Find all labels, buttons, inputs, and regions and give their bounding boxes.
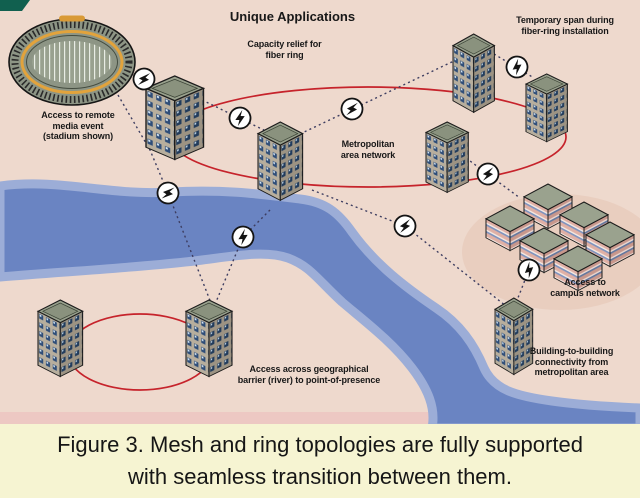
wireless-link-icon	[392, 213, 418, 239]
label-building-connectivity: Building-to-building connectivity from m…	[529, 346, 614, 378]
caption-line-1: Figure 3. Mesh and ring topologies are f…	[57, 432, 583, 457]
label-metro-network: Metropolitan area network	[340, 139, 396, 160]
label-river-barrier: Access across geographical barrier (rive…	[237, 364, 381, 385]
stadium-roof-cap	[59, 15, 85, 22]
wireless-link-icon	[474, 160, 502, 188]
office-tower	[145, 75, 205, 161]
caption-line-2: with seamless transition between them.	[128, 464, 512, 489]
office-tower	[37, 299, 84, 378]
diagram-title: Unique Applications	[229, 9, 356, 24]
label-capacity-relief: Capacity relief for fiber ring	[247, 39, 322, 60]
network-topology-diagram: Unique Applications Capacity relief for …	[0, 0, 640, 424]
office-tower	[525, 73, 568, 143]
corner-artifact	[0, 0, 30, 11]
label-temporary-span: Temporary span during fiber-ring install…	[516, 15, 614, 36]
wireless-link-icon	[226, 104, 254, 132]
wireless-link-path	[299, 59, 457, 135]
office-tower	[425, 121, 469, 194]
fiber-ring-main	[169, 86, 567, 188]
diagram-art	[0, 0, 640, 424]
label-campus-access: Access to campus network	[550, 277, 620, 298]
stadium	[8, 15, 136, 106]
river	[0, 179, 640, 424]
office-tower	[452, 33, 495, 113]
label-stadium-access: Access to remote media event (stadium sh…	[41, 110, 115, 142]
office-tower	[257, 121, 304, 201]
figure-caption: Figure 3. Mesh and ring topologies are f…	[0, 424, 640, 498]
wireless-link-path	[465, 157, 521, 199]
wireless-link-icon	[338, 95, 366, 123]
wireless-link-icon	[502, 52, 532, 82]
